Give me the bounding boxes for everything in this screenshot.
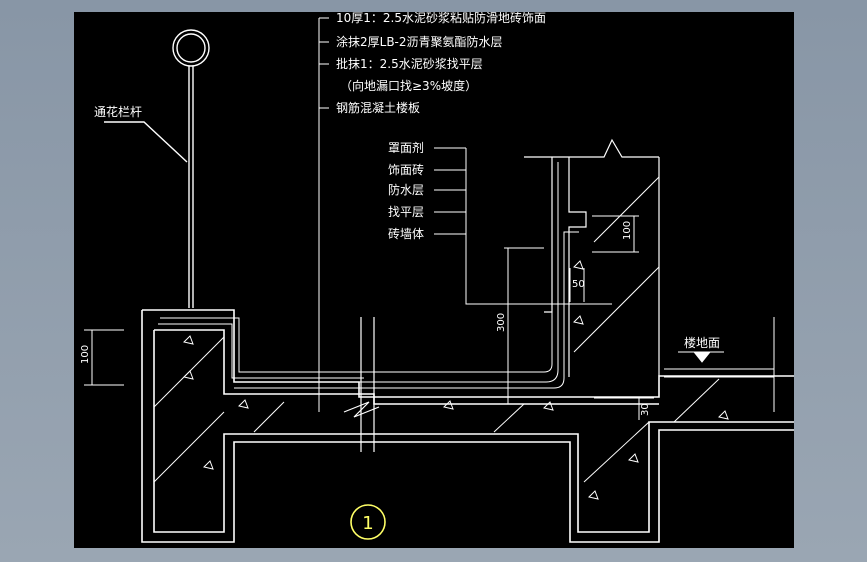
handrail-circle bbox=[172, 29, 210, 67]
railing-label: 通花栏杆 bbox=[94, 104, 142, 119]
inner-edge-1 bbox=[154, 329, 659, 405]
aggregate-mark bbox=[573, 315, 584, 325]
layer-label-4: 钢筋混凝土楼板 bbox=[336, 100, 420, 115]
dim-text-small: 50 bbox=[572, 279, 585, 290]
dim-text-step: 100 bbox=[622, 221, 633, 240]
hatch-line bbox=[153, 411, 225, 483]
handrail-circle-inner bbox=[176, 33, 206, 63]
pipe-break bbox=[343, 401, 380, 418]
aggregate-marks bbox=[183, 260, 729, 500]
slab-bottom-edge bbox=[141, 310, 794, 543]
inner-edge-2 bbox=[153, 330, 794, 533]
side-label-3: 找平层 bbox=[388, 205, 424, 219]
side-label-2: 防水层 bbox=[388, 182, 424, 197]
railing-leader bbox=[104, 121, 188, 163]
layer-label-3: （向地漏口找≥3%坡度） bbox=[340, 78, 477, 93]
aggregate-mark bbox=[588, 490, 599, 500]
aggregate-mark bbox=[573, 260, 584, 270]
side-leaders bbox=[434, 147, 612, 305]
railing bbox=[104, 29, 210, 308]
side-label-1: 饰面砖 bbox=[388, 162, 424, 177]
top-leaders bbox=[318, 17, 329, 412]
aggregate-mark bbox=[443, 400, 454, 410]
dim-text-left: 100 bbox=[80, 345, 91, 364]
layer-label-2: 批抹1：2.5水泥砂浆找平层 bbox=[336, 56, 483, 71]
aggregate-mark bbox=[183, 335, 194, 345]
brick-wall bbox=[524, 138, 660, 377]
slab-top-edge bbox=[142, 309, 794, 398]
detail-number-circle bbox=[350, 504, 386, 540]
aggregate-mark bbox=[238, 399, 249, 409]
hatch-line bbox=[573, 266, 660, 353]
layer-line bbox=[234, 162, 559, 383]
dim-text-slab: 30 bbox=[640, 403, 651, 416]
layer-label-1: 涂抹2厚LB-2沥青聚氨酯防水层 bbox=[336, 34, 503, 49]
wall-finish-line bbox=[544, 157, 553, 313]
waterproof-layers bbox=[158, 157, 579, 389]
layer-line bbox=[160, 157, 553, 373]
side-label-0: 罩面剂 bbox=[388, 140, 424, 155]
drain-pipe bbox=[343, 317, 380, 452]
hatch-line bbox=[583, 421, 650, 483]
drawing-canvas[interactable]: 10厚1：2.5水泥砂浆粘贴防滑地砖饰面 涂抹2厚LB-2沥青聚氨酯防水层 批抹… bbox=[74, 10, 794, 548]
concrete-outline bbox=[141, 309, 794, 543]
hatch-line bbox=[593, 176, 660, 243]
layer-line bbox=[234, 231, 579, 389]
break-line-top bbox=[524, 138, 659, 158]
floor-slab-right bbox=[664, 317, 775, 412]
detail-number: 1 bbox=[362, 513, 373, 534]
aggregate-mark bbox=[543, 401, 554, 411]
floor-label: 楼地面 bbox=[684, 335, 720, 350]
aggregate-mark bbox=[183, 370, 194, 380]
dimension-lines bbox=[84, 215, 654, 420]
aggregate-mark bbox=[718, 410, 729, 420]
hatch-line bbox=[253, 401, 285, 433]
layer-label-0: 10厚1：2.5水泥砂浆粘贴防滑地砖饰面 bbox=[336, 12, 546, 25]
section-detail-drawing: 10厚1：2.5水泥砂浆粘贴防滑地砖饰面 涂抹2厚LB-2沥青聚氨酯防水层 批抹… bbox=[80, 10, 794, 543]
annotation-text: 10厚1：2.5水泥砂浆粘贴防滑地砖饰面 涂抹2厚LB-2沥青聚氨酯防水层 批抹… bbox=[80, 10, 720, 534]
dim-text-upturn: 300 bbox=[496, 313, 507, 332]
layer-line bbox=[158, 323, 364, 379]
leader-collector bbox=[465, 148, 612, 305]
elevation-marker bbox=[692, 351, 712, 363]
side-label-4: 砖墙体 bbox=[388, 226, 424, 241]
hatch-line bbox=[673, 378, 720, 423]
wall-inner-line bbox=[568, 157, 587, 377]
aggregate-mark bbox=[203, 460, 214, 470]
hatch-line bbox=[493, 403, 525, 433]
aggregate-mark bbox=[628, 453, 639, 463]
